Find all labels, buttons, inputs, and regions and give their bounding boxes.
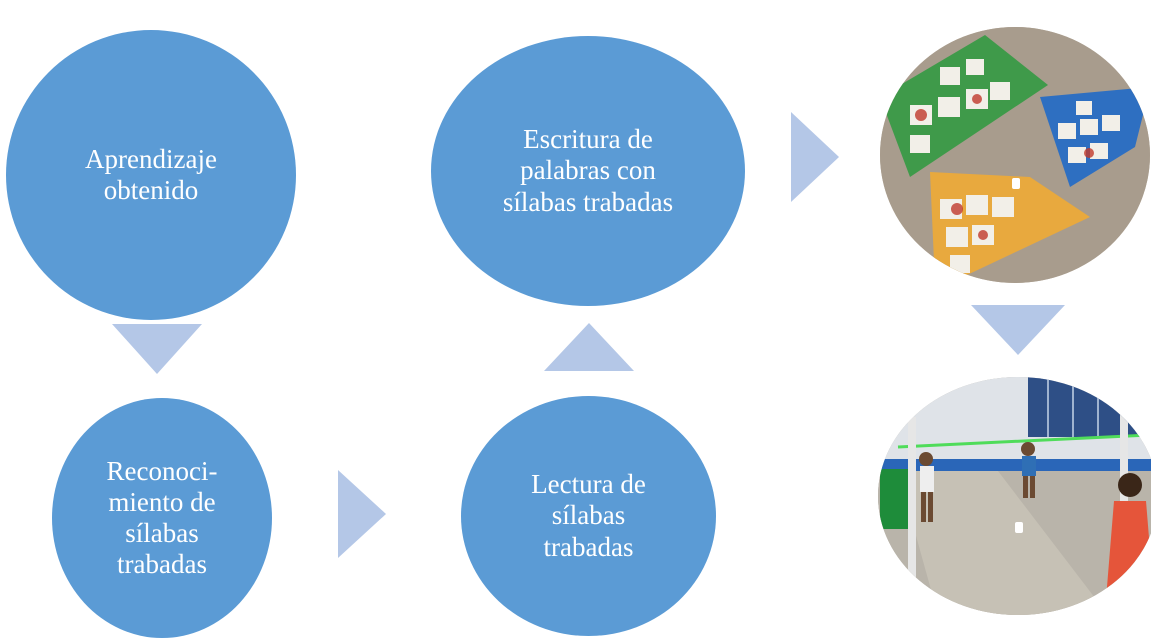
node-aprendizaje-obtenido: Aprendizaje obtenido [6,30,296,320]
node-reconocimiento: Reconoci- miento de sílabas trabadas [52,398,272,638]
arrow-right-icon [338,470,386,558]
photo-schoolyard [878,377,1151,615]
arrow-right-icon [791,112,839,202]
node-label: Lectura de sílabas trabadas [531,469,646,562]
node-label: Escritura de palabras con sílabas trabad… [502,124,674,217]
node-lectura: Lectura de sílabas trabadas [461,396,716,636]
arrow-down-icon [112,324,202,374]
arrow-down-icon [971,305,1065,355]
arrow-up-icon [544,323,634,371]
node-label: Aprendizaje obtenido [85,143,217,205]
node-escritura: Escritura de palabras con sílabas trabad… [431,36,745,306]
photo-triangle-cards [880,27,1150,283]
node-label: Reconoci- miento de sílabas trabadas [106,455,218,580]
